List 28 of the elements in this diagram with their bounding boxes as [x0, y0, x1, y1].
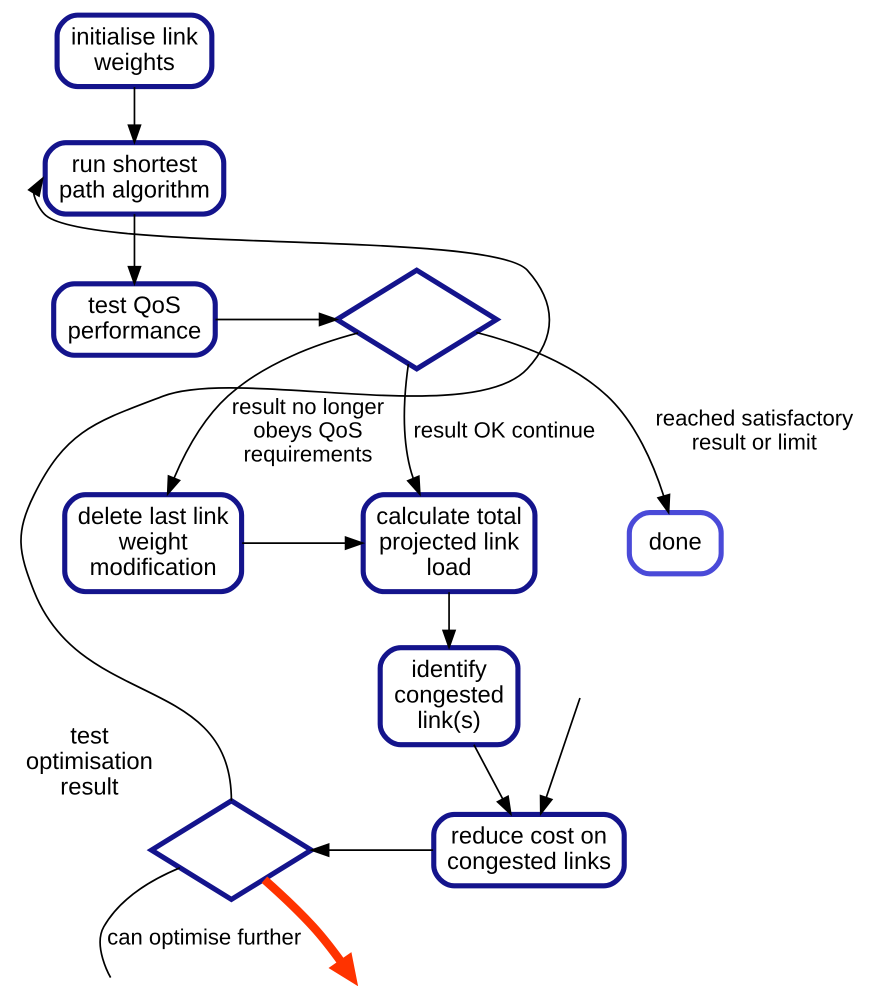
arrow	[472, 744, 512, 816]
edge-label: reached satisfactory result or limit	[654, 406, 853, 454]
arrow	[476, 332, 670, 515]
node-box: initialise link weights	[54, 12, 214, 90]
node-box: run shortest path algorithm	[42, 140, 226, 217]
arrow	[441, 592, 456, 650]
arrow	[308, 842, 433, 858]
node-diamond	[146, 798, 316, 902]
arrow	[166, 332, 358, 496]
arrow	[539, 698, 580, 816]
arrow	[261, 876, 358, 986]
node-box: test QoS performance	[50, 281, 218, 358]
edge-label: result no longer obeys QoS requirements	[231, 394, 384, 466]
arrow	[242, 536, 365, 550]
node-box: reduce cost on congested links	[430, 812, 626, 888]
node-box: done	[626, 510, 724, 576]
arrow	[403, 364, 420, 497]
connector	[98, 867, 180, 978]
arrow	[20, 176, 550, 801]
node-box: calculate total projected link load	[360, 492, 537, 594]
edge-label: result OK continue	[412, 418, 595, 443]
node-box: identify congested link(s)	[377, 645, 520, 748]
arrow	[126, 214, 142, 286]
arrow	[215, 312, 339, 327]
node-box: delete last link weight modification	[62, 492, 244, 594]
edge-label: can optimise further	[106, 924, 301, 950]
arrow	[126, 87, 142, 145]
node-label: test optimisation result	[25, 722, 152, 800]
